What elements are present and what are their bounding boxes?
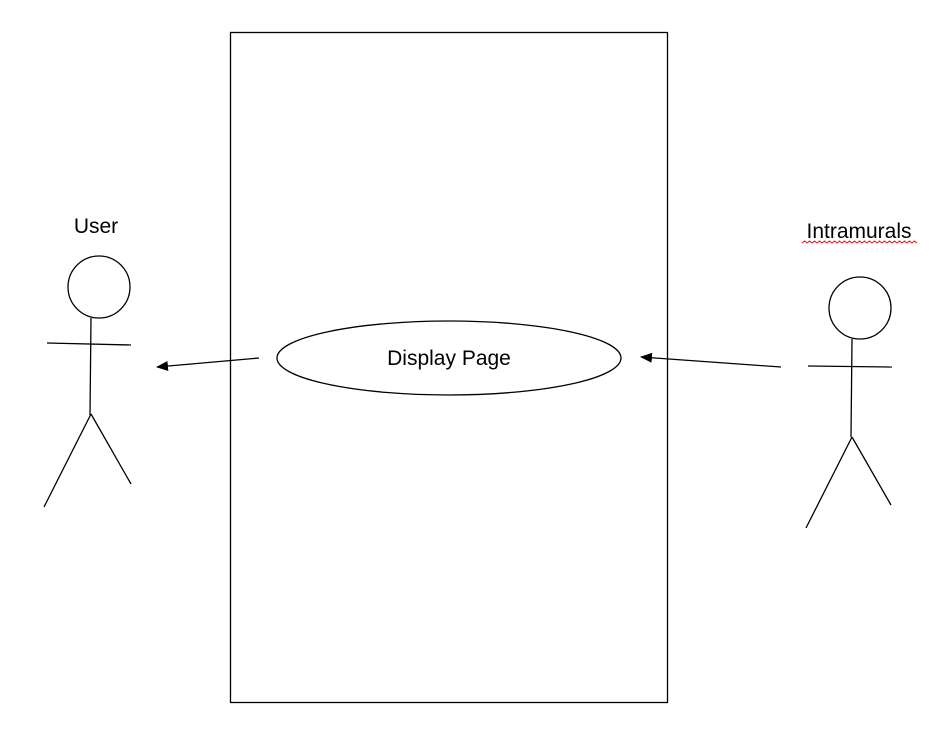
arrow-display-page-to-user [156, 357, 260, 372]
use-case-display-page: Display Page [276, 320, 622, 396]
use-case-label: Display Page [387, 347, 511, 370]
spellcheck-squiggle [801, 240, 918, 244]
actor-intramurals-head [828, 276, 892, 340]
actor-intramurals: Intramurals [801, 220, 918, 529]
use-case-ellipse [276, 320, 622, 396]
actor-intramurals-body [850, 338, 853, 438]
arrow-intramurals-to-display-page [640, 352, 782, 368]
actor-user-body [89, 317, 92, 416]
actor-intramurals-right-leg [851, 436, 892, 506]
actor-user-left-leg [43, 413, 92, 508]
actor-user-right-leg [90, 413, 132, 485]
system-boundary [229, 31, 669, 704]
actor-user-arms [46, 342, 132, 346]
actor-user: User [43, 215, 132, 508]
actor-intramurals-label: Intramurals [806, 220, 911, 243]
actor-intramurals-arms [807, 365, 893, 368]
actor-user-head [67, 255, 131, 319]
actor-user-label: User [74, 215, 118, 238]
actor-intramurals-left-leg [805, 436, 853, 529]
